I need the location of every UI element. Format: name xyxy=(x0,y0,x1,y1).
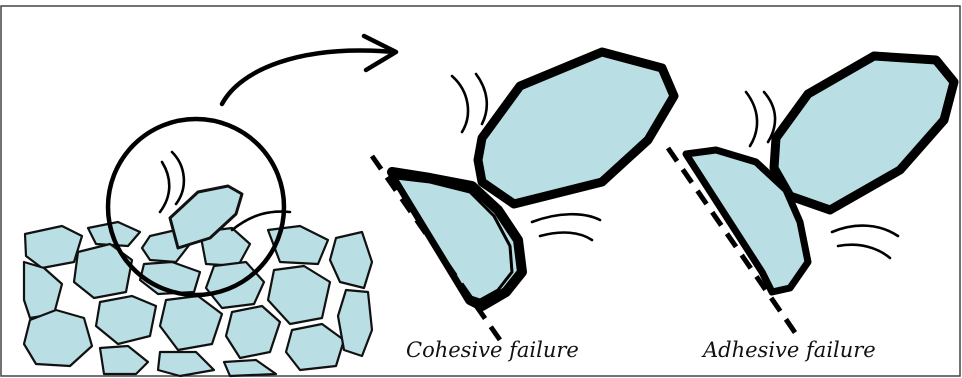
detached-grain xyxy=(478,52,674,204)
detached-grain xyxy=(774,56,954,210)
grain xyxy=(96,296,156,344)
arrow-curve xyxy=(222,51,394,104)
grain xyxy=(25,226,82,268)
grain xyxy=(100,346,148,374)
grain xyxy=(330,232,372,288)
adhesive-failure-panel xyxy=(668,56,954,334)
grain xyxy=(160,296,222,350)
grain xyxy=(224,360,276,376)
granular-bed xyxy=(24,222,372,376)
grain xyxy=(338,290,372,356)
grain xyxy=(158,352,214,376)
cohesive-failure-caption: Cohesive failure xyxy=(406,338,579,362)
grain xyxy=(74,244,132,298)
grain xyxy=(226,306,280,358)
cohesive-failure-panel xyxy=(372,52,674,340)
adhesive-failure-caption: Adhesive failure xyxy=(703,338,876,362)
grain xyxy=(268,266,330,324)
grain xyxy=(24,310,92,366)
grain xyxy=(286,324,344,370)
